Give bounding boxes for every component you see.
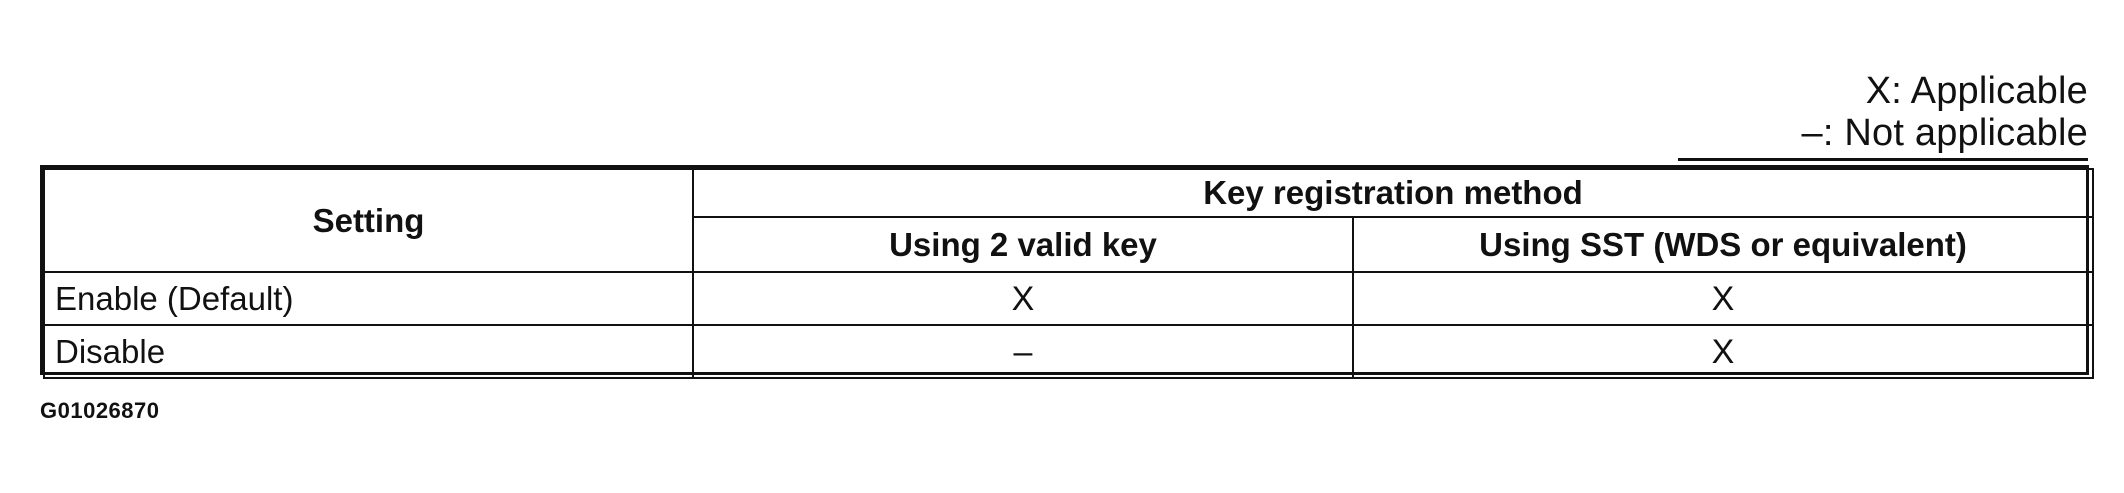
setting-cell: Enable (Default) [43,271,694,326]
method-header: Key registration method [691,168,2095,218]
table-grid: Setting Key registration method Using 2 … [43,168,2095,379]
column-header-valid-key: Using 2 valid key [692,216,1354,273]
header-row-1: Setting Key registration method [43,168,2095,273]
legend-not-applicable: –: Not applicable [1801,112,2088,154]
setting-header: Setting [43,168,694,273]
valid-key-mark: – [692,324,1354,379]
header-row-2: Using 2 valid key Using SST (WDS or equi… [44,216,2095,273]
legend-divider [1678,158,2088,161]
key-registration-table: Setting Key registration method Using 2 … [40,165,2095,379]
valid-key-mark: X [692,271,1354,326]
table-row: Disable – X [43,324,2095,379]
figure-id: G01026870 [40,398,160,423]
sst-mark: X [1351,324,2095,379]
legend: X: Applicable –: Not applicable [1802,70,2088,154]
column-header-sst: Using SST (WDS or equivalent) [1351,216,2095,273]
table-row: Enable (Default) X X [43,271,2095,326]
setting-cell: Disable [43,324,694,379]
sst-mark: X [1351,271,2095,326]
legend-applicable: X: Applicable [1865,70,2088,112]
